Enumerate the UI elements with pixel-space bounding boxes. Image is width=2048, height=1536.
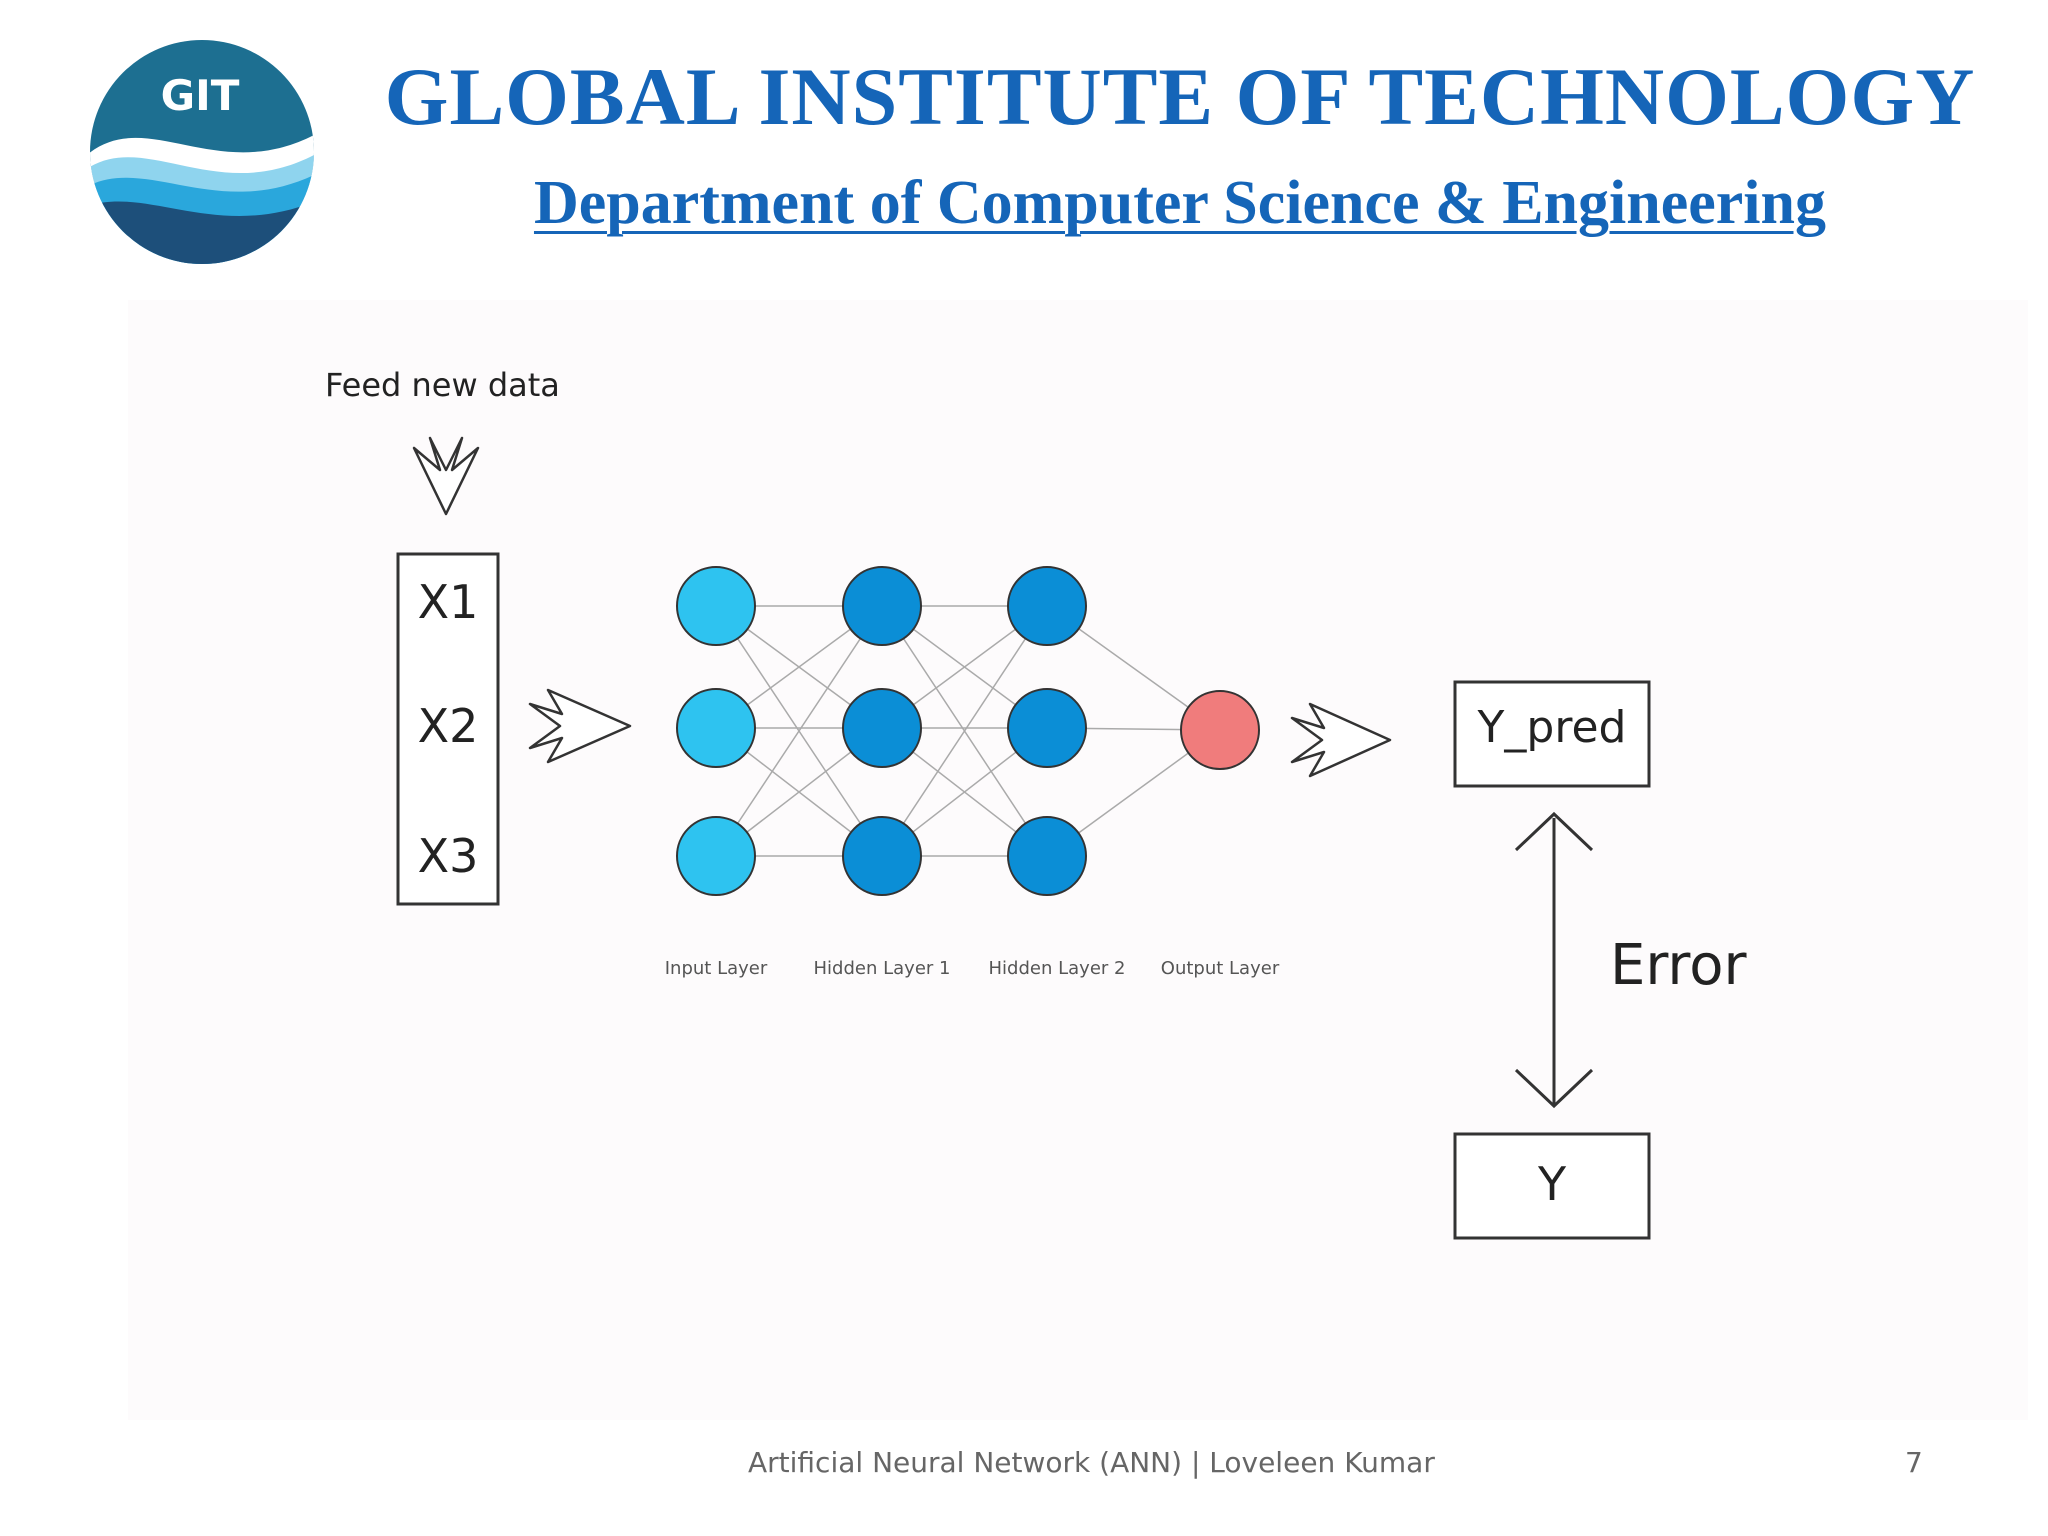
right-arrow-icon — [1290, 702, 1392, 778]
page-number: 7 — [1905, 1446, 1923, 1479]
hidden-2-node — [1007, 688, 1087, 768]
layer-label-input: Input Layer — [665, 958, 768, 979]
input-node — [676, 816, 756, 896]
subtitle-text: Department of Computer Science & Enginee… — [533, 169, 1827, 237]
output-node — [1180, 690, 1260, 770]
input-x1: X1 — [418, 575, 479, 629]
arrow-down-icon — [1514, 1068, 1594, 1109]
layer-label-output: Output Layer — [1161, 958, 1280, 979]
input-node — [676, 566, 756, 646]
footer-text: Artificial Neural Network (ANN) | Lovele… — [748, 1446, 1435, 1479]
network-nodes — [676, 566, 1260, 896]
target-label: Y — [1537, 1157, 1567, 1211]
layer-label-hidden-1: Hidden Layer 1 — [814, 958, 951, 979]
target-box — [1453, 1132, 1651, 1240]
prediction-label: Y_pred — [1477, 702, 1627, 753]
hidden-1-node — [842, 566, 922, 646]
input-x2: X2 — [418, 699, 479, 753]
network-edge — [881, 605, 1048, 857]
hidden-2-node — [1007, 816, 1087, 896]
down-arrow-icon — [412, 436, 480, 516]
page-subtitle: Department of Computer Science & Enginee… — [330, 168, 2030, 239]
hidden-2-node — [1007, 566, 1087, 646]
page-title: GLOBAL INSTITUTE OF TECHNOLOGY — [384, 51, 1976, 142]
input-node — [676, 688, 756, 768]
logo-text: GIT — [161, 71, 240, 120]
input-x3: X3 — [418, 829, 479, 883]
input-vector-box — [396, 552, 500, 906]
layer-label-hidden-2: Hidden Layer 2 — [989, 958, 1126, 979]
network-edge — [715, 605, 883, 857]
right-arrow-icon — [528, 688, 632, 764]
arrow-up-icon — [1514, 811, 1594, 852]
prediction-box — [1453, 680, 1651, 788]
feed-label: Feed new data — [325, 366, 560, 404]
hidden-1-node — [842, 688, 922, 768]
network-connections — [715, 605, 1221, 857]
hidden-1-node — [842, 816, 922, 896]
git-logo: GIT — [90, 40, 314, 264]
error-label: Error — [1610, 933, 1747, 998]
